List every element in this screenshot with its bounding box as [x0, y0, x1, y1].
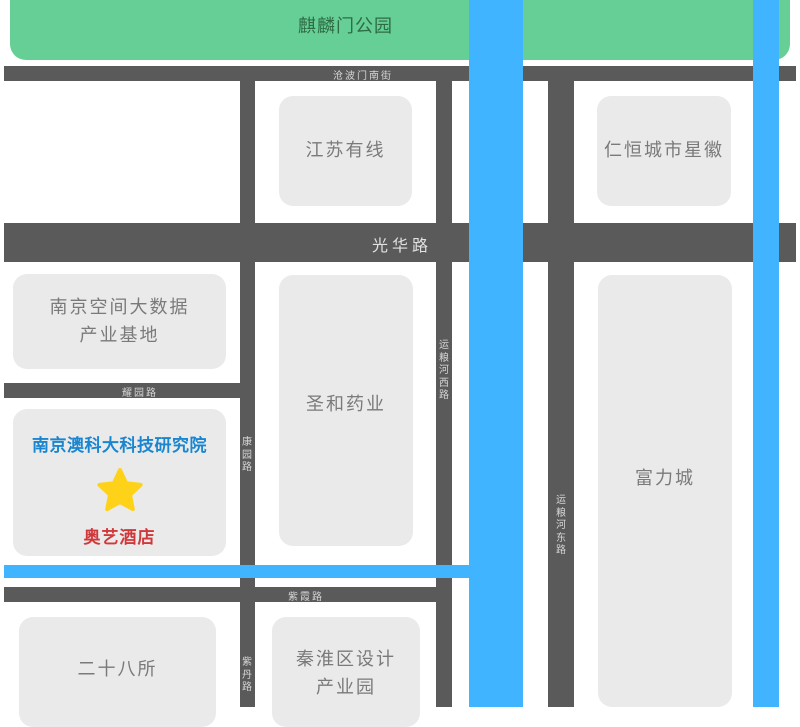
highlight-subtitle: 奥艺酒店 — [83, 528, 156, 548]
road-label-kangyuan: 康园路 — [242, 437, 252, 473]
block-label-big-data-line1: 南京空间大数据 — [49, 296, 190, 318]
road-zixia[interactable] — [4, 587, 438, 602]
block-fuli[interactable]: 富力城 — [598, 275, 732, 707]
river-east — [753, 0, 779, 707]
park-label: 麒麟门公园 — [298, 16, 393, 37]
block-jiangsu-cable[interactable]: 江苏有线 — [279, 96, 412, 206]
road-yunlianghe-west[interactable] — [436, 81, 452, 707]
block-twenty-eight[interactable]: 二十八所 — [19, 617, 216, 727]
road-label-yunlianghe-east: 运粮河东路 — [556, 495, 566, 556]
block-label-fuli: 富力城 — [635, 468, 695, 489]
block-qinhuai-design[interactable]: 秦淮区设计 产业园 — [272, 617, 420, 727]
road-label-zixia: 紫霞路 — [288, 592, 324, 603]
river-yunlianghe — [469, 0, 523, 707]
block-label-big-data-line2: 产业基地 — [79, 324, 160, 346]
highlight-title: 南京澳科大科技研究院 — [32, 436, 207, 456]
star-icon — [96, 467, 143, 511]
block-highlight-destination[interactable]: 南京澳科大科技研究院 奥艺酒店 — [13, 409, 226, 556]
block-renheng[interactable]: 仁恒城市星徽 — [597, 96, 731, 206]
road-guanghua[interactable] — [4, 223, 796, 262]
road-label-zidan: 紫丹路 — [242, 657, 252, 693]
road-canbomen-south-st[interactable] — [4, 66, 796, 81]
block-label-shenghe: 圣和药业 — [306, 393, 386, 415]
road-label-yaoyuan: 耀园路 — [122, 388, 158, 399]
road-label-yunlianghe-west: 运粮河西路 — [439, 340, 449, 401]
road-yunlianghe-east[interactable] — [548, 81, 574, 707]
block-shenghe[interactable]: 圣和药业 — [279, 275, 413, 546]
block-label-jiangsu-cable: 江苏有线 — [305, 140, 386, 161]
block-big-data[interactable]: 南京空间大数据 产业基地 — [13, 274, 226, 369]
block-label-qinhuai-design-line2: 产业园 — [316, 677, 376, 698]
block-label-renheng: 仁恒城市星徽 — [604, 140, 724, 161]
road-yaoyuan[interactable] — [4, 383, 244, 398]
road-kangyuan-zidan[interactable] — [240, 81, 255, 707]
block-label-twenty-eight: 二十八所 — [77, 659, 158, 680]
block-label-qinhuai-design-line1: 秦淮区设计 — [296, 649, 396, 670]
road-label-guanghua: 光华路 — [372, 236, 433, 255]
river-horizontal — [4, 565, 470, 578]
road-label-canbomen-south-st: 沧波门南街 — [333, 71, 393, 82]
park-qilinmen[interactable] — [10, 0, 790, 60]
